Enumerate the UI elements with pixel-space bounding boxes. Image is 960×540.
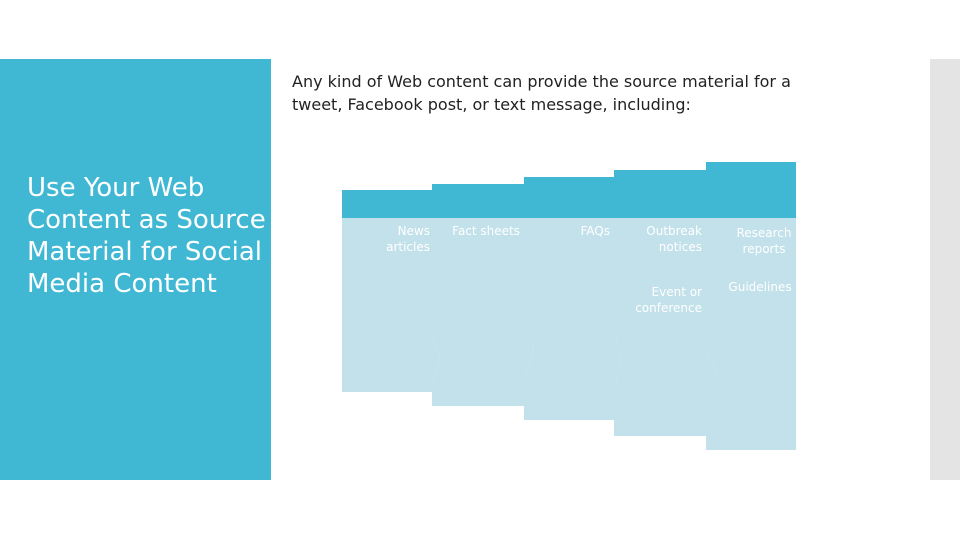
column-research-reports xyxy=(706,162,796,450)
column-label-outbreak-notices: Outbreak notices xyxy=(646,224,702,254)
intro-text: Any kind of Web content can provide the … xyxy=(292,72,791,114)
column-outbreak-notices xyxy=(614,170,717,436)
column-faqs xyxy=(524,177,622,420)
column-body xyxy=(706,218,796,450)
column-fact-sheets xyxy=(432,184,534,406)
column-header xyxy=(432,184,524,218)
column-header xyxy=(614,170,706,218)
column-label-faqs: FAQs xyxy=(580,224,611,238)
right-side-bar xyxy=(930,59,960,480)
title-panel xyxy=(0,59,271,480)
column-label-news-articles: News articles xyxy=(386,224,430,254)
slide-title: Use Your Web Content as Source Material … xyxy=(27,173,266,299)
column-header xyxy=(706,162,796,218)
column-header xyxy=(524,177,614,218)
column-body xyxy=(342,218,440,392)
column-news-articles xyxy=(342,190,440,392)
column-header xyxy=(342,190,432,218)
column-body xyxy=(614,218,717,436)
column-label-research-reports: Research reports xyxy=(736,226,792,256)
column-body xyxy=(524,218,622,420)
column-label-fact-sheets: Fact sheets xyxy=(452,224,520,238)
column-body xyxy=(432,218,534,406)
column-label-event-or-conference: Event or conference xyxy=(635,285,702,315)
column-label-guidelines: Guidelines xyxy=(728,280,792,294)
